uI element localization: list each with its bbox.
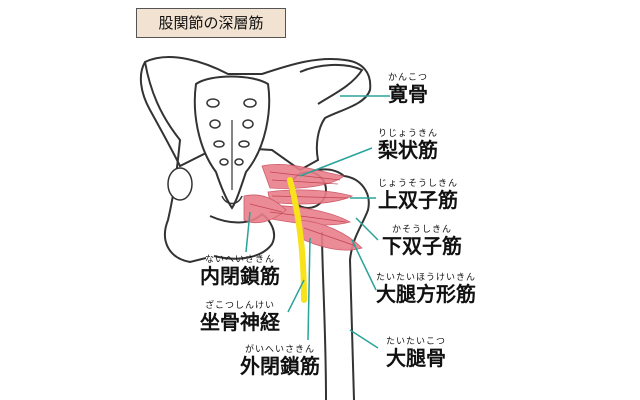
label-obt-ext: がいへいさきん 外閉鎖筋 (240, 342, 320, 377)
coccyx (221, 195, 243, 205)
label-sup-gemellus-reading: じょうそうしきん (378, 179, 459, 189)
label-obt-ext-name: 外閉鎖筋 (240, 354, 320, 378)
label-ilium-name: 寛骨 (388, 82, 428, 106)
label-sciatic-name: 坐骨神経 (200, 310, 280, 334)
label-inf-gemellus-name: 下双子筋 (382, 234, 462, 258)
leader-femur (349, 329, 379, 349)
piriformis-muscle (261, 163, 345, 189)
label-piriformis-name: 梨状筋 (378, 138, 438, 162)
label-inf-gemellus: かそうしきん 下双子筋 (382, 222, 462, 257)
diagram-title: 股関節の深層筋 (136, 8, 286, 38)
label-inf-gemellus-reading: かそうしきん (391, 225, 452, 235)
sciatic-nerve (287, 177, 307, 303)
leader-quadratus (351, 239, 377, 291)
leader-obt-int (245, 211, 251, 253)
label-piriformis-reading: りじょうきん (378, 129, 439, 139)
label-piriformis: りじょうきん 梨状筋 (378, 126, 438, 161)
right-ilium (299, 63, 364, 105)
ischium (209, 212, 276, 260)
leader-sciatic (287, 279, 305, 313)
label-quadratus-name: 大腿方形筋 (376, 282, 476, 306)
obturator-internus-muscle (243, 194, 287, 224)
label-obt-int-reading: ないへいさきん (204, 255, 275, 265)
label-quadratus: たいたいほうけいきん 大腿方形筋 (376, 270, 476, 305)
label-femur-name: 大腿骨 (386, 346, 446, 370)
label-femur-reading: たいたいこつ (386, 337, 447, 347)
label-obt-int-name: 内閉鎖筋 (200, 264, 280, 288)
label-obt-ext-reading: がいへいさきん (244, 345, 315, 355)
leader-obt-ext (307, 237, 311, 341)
label-sup-gemellus: じょうそうしきん 上双子筋 (378, 176, 458, 211)
label-sciatic-reading: ざこつしんけい (204, 301, 275, 311)
label-ilium: かんこつ 寛骨 (388, 70, 428, 105)
leader-inf-gemellus (355, 217, 379, 241)
label-quadratus-reading: たいたいほうけいきん (376, 273, 477, 283)
label-ilium-reading: かんこつ (388, 73, 429, 83)
label-sciatic: ざこつしんけい 坐骨神経 (200, 298, 280, 333)
leader-piriformis (299, 147, 373, 177)
label-sup-gemellus-name: 上双子筋 (378, 188, 458, 212)
label-femur: たいたいこつ 大腿骨 (386, 334, 446, 369)
label-obt-int: ないへいさきん 内閉鎖筋 (200, 252, 280, 287)
